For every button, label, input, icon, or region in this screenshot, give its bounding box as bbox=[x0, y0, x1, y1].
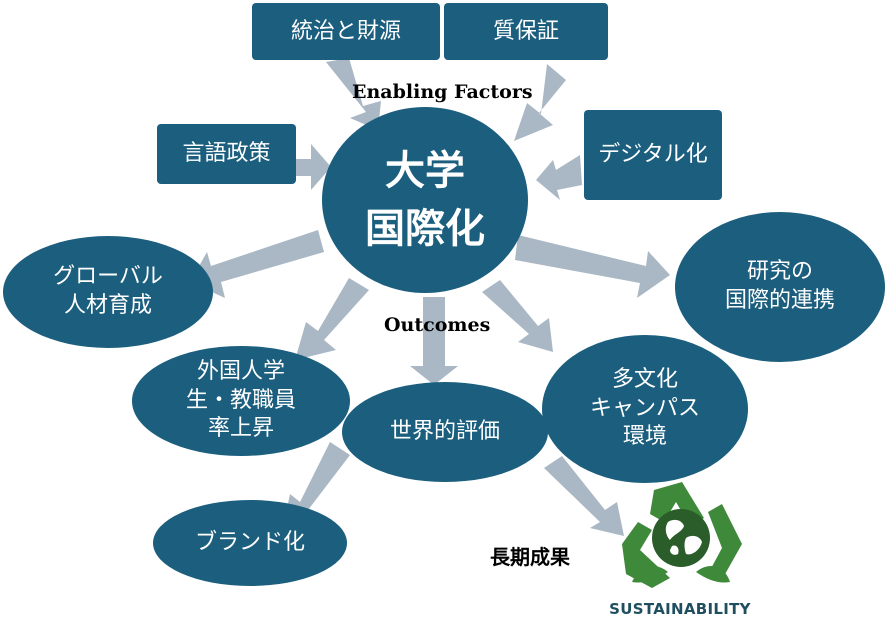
arrow-quality bbox=[514, 64, 566, 141]
enabling-factors-label: Enabling Factors bbox=[352, 81, 533, 103]
center-title-line1: 大学 bbox=[385, 148, 465, 194]
sustainability-recycle-icon bbox=[622, 482, 742, 588]
factor-quality-assurance: 質保証 bbox=[444, 3, 608, 60]
factor-language-policy: 言語政策 bbox=[157, 124, 296, 184]
arrow-reputation bbox=[410, 297, 458, 385]
outcome-foreign-rate: 外国人学 生・教職員 率上昇 bbox=[132, 346, 350, 456]
center-node: 大学 国際化 bbox=[322, 107, 528, 293]
outcome-branding: ブランド化 bbox=[153, 500, 347, 586]
global-talent-line2: 人材育成 bbox=[63, 293, 152, 318]
center-title-line2: 国際化 bbox=[365, 206, 485, 252]
arrow-foreign bbox=[295, 278, 369, 360]
arrow-digital bbox=[536, 155, 582, 200]
factor-digitalization: デジタル化 bbox=[584, 110, 722, 200]
arrow-sustainability bbox=[544, 456, 624, 536]
foreign-line2: 生・教職員 bbox=[185, 387, 296, 413]
multicultural-line1: 多文化 bbox=[611, 367, 678, 393]
foreign-line3: 率上昇 bbox=[207, 416, 274, 442]
arrow-language bbox=[296, 142, 331, 190]
outcome-research-collaboration: 研究の 国際的連携 bbox=[675, 212, 885, 362]
arrow-research bbox=[515, 235, 670, 298]
multicultural-line2: キャンパス bbox=[589, 395, 700, 421]
global-talent-line1: グローバル bbox=[53, 264, 163, 290]
outcome-global-talent: グローバル 人材育成 bbox=[3, 236, 213, 348]
factor-governance: 統治と財源 bbox=[252, 3, 440, 60]
arrow-global-talent bbox=[190, 230, 324, 298]
sustainability-label: SUSTAINABILITY bbox=[609, 600, 751, 618]
foreign-line1: 外国人学 bbox=[196, 359, 285, 385]
arrow-multicultural bbox=[482, 280, 553, 352]
outcome-multicultural-campus: 多文化 キャンパス 環境 bbox=[542, 335, 748, 483]
outcome-world-reputation: 世界的評価 bbox=[342, 382, 548, 482]
long-term-outcomes-label: 長期成果 bbox=[490, 545, 570, 569]
outcomes-label: Outcomes bbox=[384, 314, 491, 336]
arrow-governance bbox=[326, 58, 381, 130]
research-line1: 研究の bbox=[746, 259, 813, 285]
multicultural-line3: 環境 bbox=[622, 424, 667, 450]
research-line2: 国際的連携 bbox=[724, 288, 835, 313]
